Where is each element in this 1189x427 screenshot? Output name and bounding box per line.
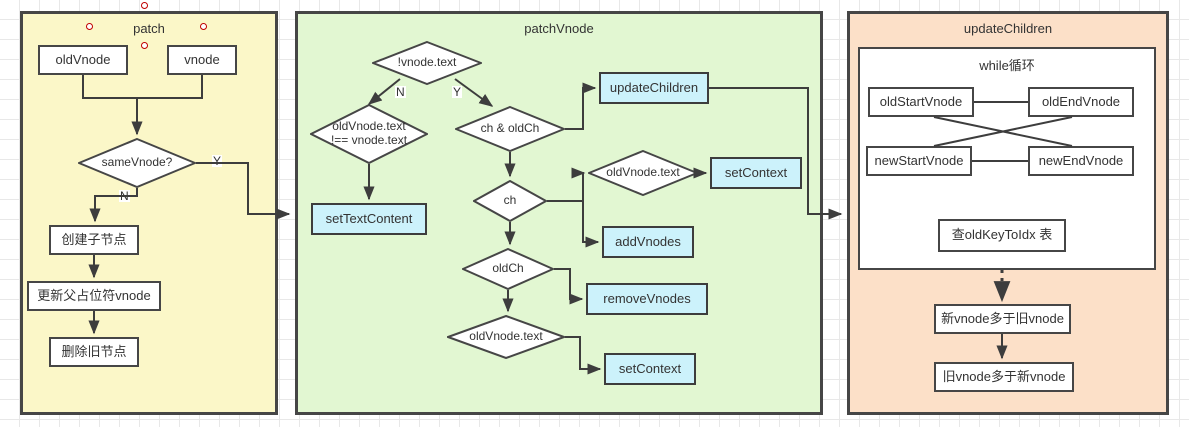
- edge-label-notvnodetext-yes: Y: [452, 85, 463, 99]
- node-update-parent-placeholder[interactable]: 更新父占位符vnode: [27, 281, 161, 311]
- selection-handle-left[interactable]: [86, 23, 93, 30]
- decision-samevnode[interactable]: sameVnode?: [78, 138, 196, 188]
- node-setcontext-top[interactable]: setContext: [710, 157, 802, 189]
- node-addvnodes[interactable]: addVnodes: [602, 226, 694, 258]
- node-newendvnode[interactable]: newEndVnode: [1028, 146, 1134, 176]
- node-settextcontent[interactable]: setTextContent: [311, 203, 427, 235]
- node-create-child[interactable]: 创建子节点: [49, 225, 139, 255]
- decision-oldvnodetext-noteq-vnodetext[interactable]: oldVnode.text!== vnode.text: [310, 104, 428, 164]
- panel-updatechildren-title: updateChildren: [963, 21, 1053, 36]
- selection-handle-bottom[interactable]: [141, 42, 148, 49]
- node-newstartvnode[interactable]: newStartVnode: [866, 146, 972, 176]
- selection-handle-top[interactable]: [141, 2, 148, 9]
- node-updatechildren[interactable]: updateChildren: [599, 72, 709, 104]
- node-oldvnode[interactable]: oldVnode: [38, 45, 128, 75]
- panel-patch-title: patch: [133, 21, 165, 36]
- edge-label-samevnode-no: N: [119, 189, 130, 203]
- panel-patchvnode-title: patchVnode: [524, 21, 594, 36]
- node-oldendvnode[interactable]: oldEndVnode: [1028, 87, 1134, 117]
- node-old-more-than-new[interactable]: 旧vnode多于新vnode: [934, 362, 1074, 392]
- while-loop-title: while循环: [979, 58, 1035, 73]
- decision-oldch[interactable]: oldCh: [462, 248, 554, 290]
- decision-not-vnode-text[interactable]: !vnode.text: [372, 41, 482, 85]
- edge-label-samevnode-yes: Y: [212, 154, 223, 168]
- node-oldstartvnode[interactable]: oldStartVnode: [868, 87, 974, 117]
- node-new-more-than-old[interactable]: 新vnode多于旧vnode: [934, 304, 1071, 334]
- decision-ch[interactable]: ch: [473, 180, 547, 222]
- node-old-key-to-idx[interactable]: 查oldKeyToIdx 表: [938, 219, 1066, 252]
- decision-ch-and-oldch[interactable]: ch & oldCh: [455, 106, 565, 152]
- node-vnode[interactable]: vnode: [167, 45, 237, 75]
- edge-label-notvnodetext-no: N: [395, 85, 406, 99]
- decision-oldvnodetext-bottom[interactable]: oldVnode.text: [447, 315, 565, 359]
- selection-handle-right[interactable]: [200, 23, 207, 30]
- decision-oldvnodetext-top[interactable]: oldVnode.text: [588, 150, 698, 196]
- node-setcontext-bottom[interactable]: setContext: [604, 353, 696, 385]
- node-remove-old[interactable]: 删除旧节点: [49, 337, 139, 367]
- node-removevnodes[interactable]: removeVnodes: [586, 283, 708, 315]
